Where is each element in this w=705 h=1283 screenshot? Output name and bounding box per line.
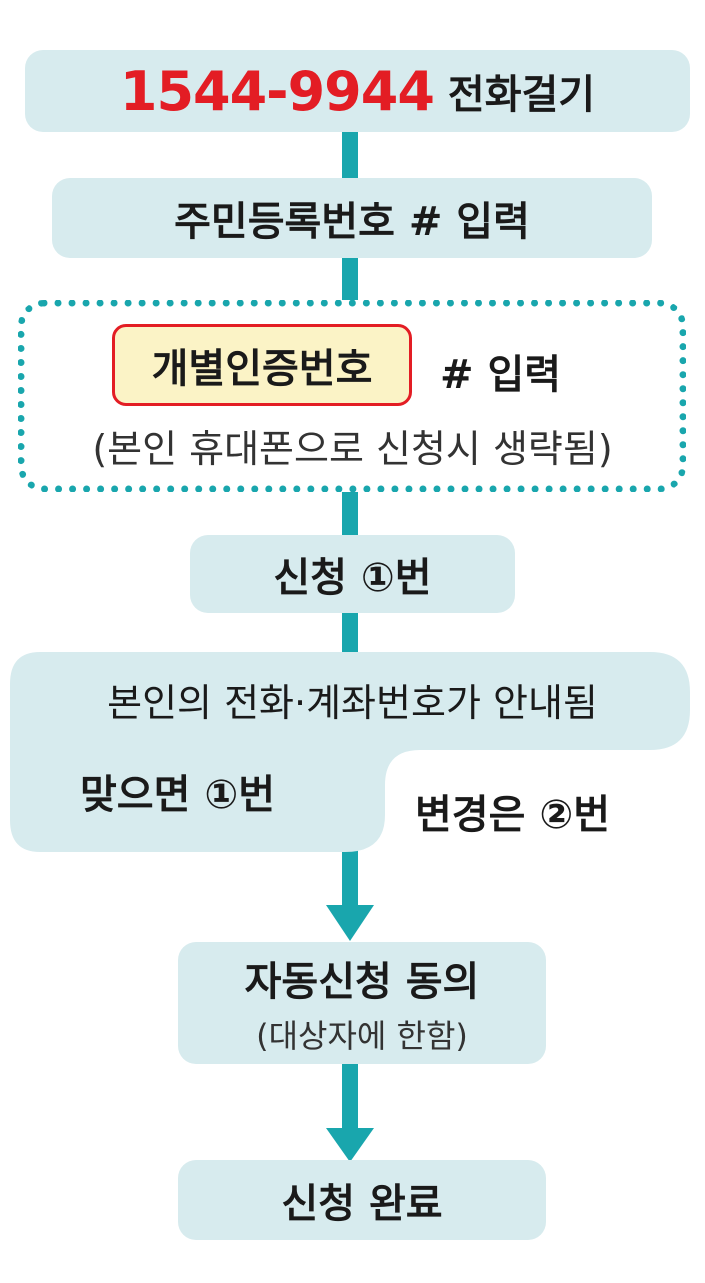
connector-line [342,610,358,655]
connector-line [342,130,358,185]
auth-code-highlight: 개별인증번호 [112,324,412,406]
auth-code-note: (본인 휴대폰으로 신청시 생략됨) [92,427,613,471]
confirm-yes-label: 맞으면 ①번 [80,772,275,818]
resident-number-label: 주민등록번호 # 입력 [174,199,530,245]
auto-apply-label: 자동신청 동의 [244,959,480,1005]
apply-step-box: 신청 ①번 [190,535,515,613]
arrow-down-icon [326,905,374,941]
call-label: 전화걸기 [447,72,596,118]
apply-label: 신청 ①번 [273,555,432,601]
connector-line [342,255,358,305]
confirm-info-box [10,652,690,852]
arrow-down-icon [326,1128,374,1162]
resident-number-step-box: 주민등록번호 # 입력 [52,178,652,258]
connector-line [342,850,358,910]
connector-line [342,490,358,540]
auth-code-label: 개별인증번호 [151,346,373,392]
complete-step-box: 신청 완료 [178,1160,546,1240]
complete-label: 신청 완료 [281,1181,443,1227]
call-step-box: 1544-9944 전화걸기 [25,50,690,132]
auto-apply-step-box: 자동신청 동의 (대상자에 한함) [178,942,546,1064]
change-label: 변경은 ②번 [415,792,610,838]
auto-apply-note: (대상자에 한함) [256,1017,468,1055]
phone-number: 1544-9944 [119,59,435,123]
auth-code-input-label: # 입력 [440,352,562,398]
confirm-info-text: 본인의 전화·계좌번호가 안내됨 [107,681,598,725]
connector-line [342,1062,358,1132]
